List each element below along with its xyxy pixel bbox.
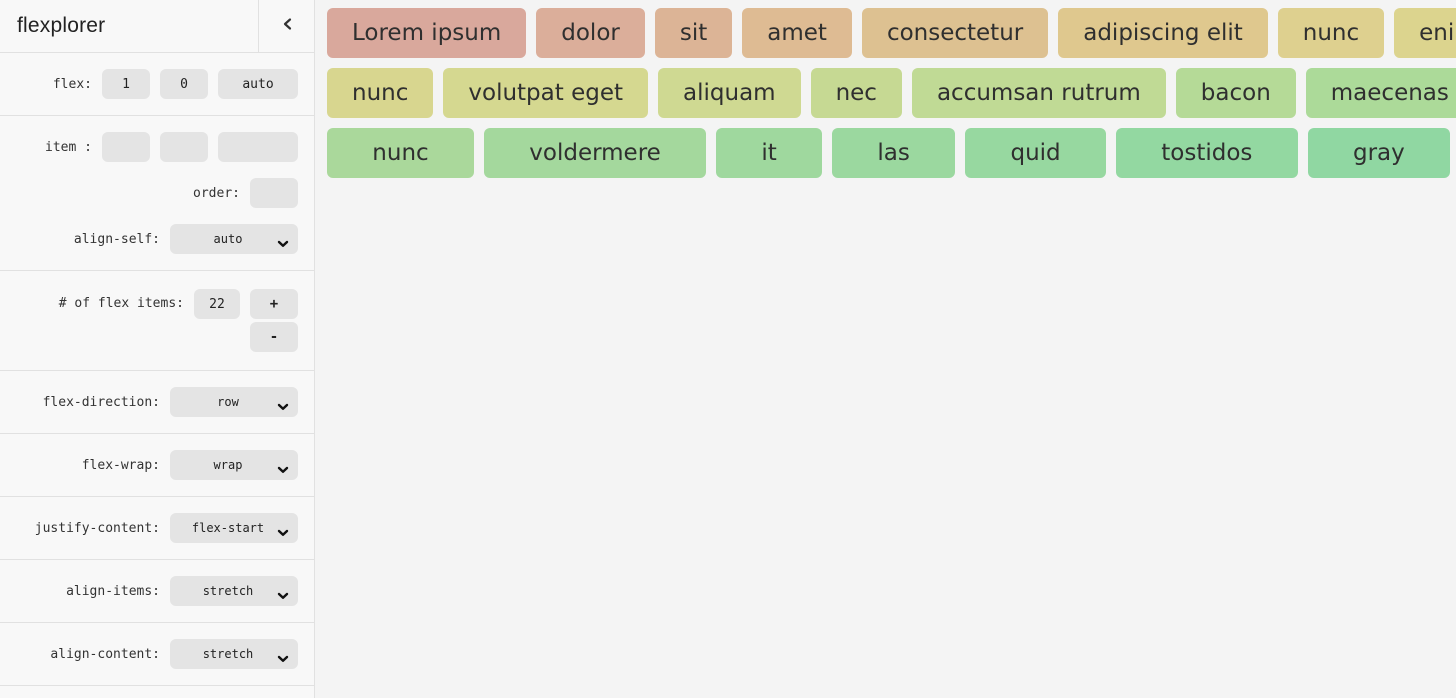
section-flex-wrap: flex-wrap: wrap [0,434,314,497]
chevron-down-icon [277,650,289,668]
flex-item[interactable]: gray [1307,128,1451,178]
section-item: item : order: align-self: auto [0,116,314,271]
align-items-label: align-items: [66,583,160,599]
count-label: # of flex items: [58,296,184,311]
sidebar: flexplorer flex: item : order: align-sel… [0,0,315,698]
collapse-sidebar-button[interactable] [258,0,314,52]
flex-item[interactable]: amet [742,8,852,58]
flex-item[interactable]: enim [1394,8,1456,58]
flex-item[interactable]: Lorem ipsum [327,8,527,58]
flex-item-count-input[interactable] [194,289,240,319]
flex-item[interactable]: nec [810,68,902,118]
align-self-label: align-self: [73,231,160,247]
flex-item[interactable]: aliquam [658,68,801,118]
order-input[interactable] [250,178,298,208]
chevron-down-icon [277,398,289,416]
item-label: item : [45,139,92,155]
item-flex-shrink-input[interactable] [160,132,208,162]
sidebar-header: flexplorer [0,0,314,53]
flex-wrap-select[interactable]: wrap [170,450,298,480]
flex-direction-select[interactable]: row [170,387,298,417]
chevron-down-icon [277,235,289,253]
flex-basis-input[interactable] [218,69,298,99]
section-flex-direction: flex-direction: row [0,371,314,434]
flex-label: flex: [52,76,92,92]
remove-item-button[interactable]: - [250,322,298,352]
order-label: order: [193,185,240,201]
flex-item[interactable]: quid [965,128,1106,178]
section-align-items: align-items: stretch [0,560,314,623]
chevron-down-icon [277,461,289,479]
section-justify-content: justify-content: flex-start [0,497,314,560]
flex-item[interactable]: bacon [1175,68,1296,118]
flex-wrap-label: flex-wrap: [81,457,160,473]
flex-item[interactable]: nunc [327,68,434,118]
app-title: flexplorer [17,14,106,37]
chevron-down-icon [277,587,289,605]
item-flex-basis-input[interactable] [218,132,298,162]
flex-item[interactable]: dolor [536,8,645,58]
flex-shrink-input[interactable] [160,69,208,99]
align-content-select[interactable]: stretch [170,639,298,669]
flex-item[interactable]: voldermere [483,128,707,178]
item-flex-grow-input[interactable] [102,132,150,162]
section-count: # of flex items: + - [0,271,314,371]
flex-item[interactable]: las [832,128,956,178]
chevron-left-icon [282,17,292,36]
chevron-down-icon [277,524,289,542]
flex-item[interactable]: tostidos [1115,128,1298,178]
align-content-label: align-content: [50,646,160,662]
flex-item[interactable]: sit [654,8,733,58]
flex-item[interactable]: maecenas [1305,68,1456,118]
flex-grow-input[interactable] [102,69,150,99]
flex-item[interactable]: accumsan rutrum [911,68,1166,118]
flex-item[interactable]: consectetur [861,8,1049,58]
flex-item[interactable]: nunc [1277,8,1385,58]
align-items-select[interactable]: stretch [170,576,298,606]
section-flex: flex: [0,53,314,116]
flex-item[interactable]: volutpat eget [443,68,649,118]
justify-content-label: justify-content: [34,520,160,536]
justify-content-select[interactable]: flex-start [170,513,298,543]
flex-direction-label: flex-direction: [42,394,160,410]
flex-item[interactable]: adipiscing elit [1058,8,1268,58]
align-self-select[interactable]: auto [170,224,298,254]
flex-item[interactable]: it [716,128,823,178]
add-item-button[interactable]: + [250,289,298,319]
flex-item[interactable]: nunc [327,128,474,178]
section-align-content: align-content: stretch [0,623,314,686]
